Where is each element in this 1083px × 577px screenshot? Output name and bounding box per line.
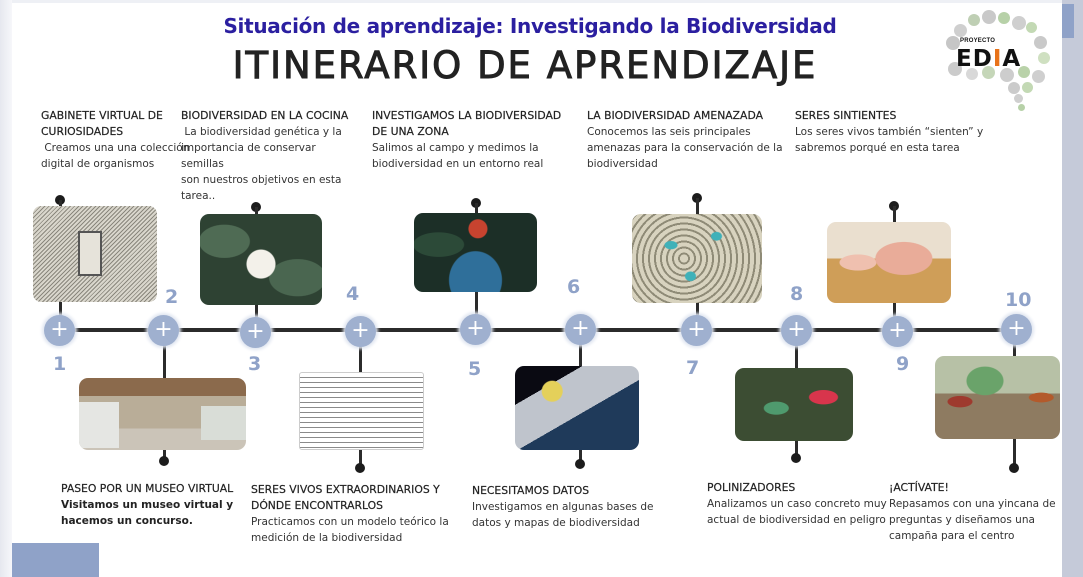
timeline-node-1[interactable]: + [44, 315, 75, 346]
step-number-5: 5 [468, 358, 482, 380]
step-6-image[interactable] [515, 366, 639, 450]
step-2-image[interactable] [79, 378, 246, 450]
step-4-image[interactable] [299, 372, 424, 450]
step-3-description: BIODIVERSIDAD EN LA COCINA La biodiversi… [181, 109, 349, 202]
window-top-edge [12, 0, 1062, 3]
step-number-10: 10 [1005, 289, 1032, 311]
timeline-node-10[interactable]: + [1001, 314, 1032, 345]
step-7-image[interactable] [632, 214, 762, 303]
pin-4 [355, 463, 365, 473]
step-number-6: 6 [567, 276, 581, 298]
pin-8 [791, 453, 801, 463]
step-number-3: 3 [248, 353, 262, 375]
timeline-node-3[interactable]: + [240, 317, 271, 348]
timeline-node-9[interactable]: + [882, 316, 913, 347]
page-subtitle: Situación de aprendizaje: Investigando l… [223, 14, 837, 38]
page-title: ITINERARIO DE APRENDIZAJE [232, 44, 818, 88]
step-10-image[interactable] [935, 356, 1060, 439]
edia-logo: PROYECTO EDIA [938, 8, 1058, 118]
step-3-image[interactable] [200, 214, 322, 305]
step-7-description: LA BIODIVERSIDAD AMENAZADA Conocemos las… [587, 109, 783, 170]
step-9-description: SERES SINTIENTES Los seres vivos también… [795, 109, 984, 154]
step-number-1: 1 [53, 353, 67, 375]
window-left-edge [0, 0, 12, 577]
timeline-node-8[interactable]: + [781, 315, 812, 346]
step-number-4: 4 [346, 283, 360, 305]
vertical-scrollbar[interactable] [1062, 0, 1083, 577]
decorative-corner-block [12, 543, 99, 577]
pin-2 [159, 456, 169, 466]
timeline-node-2[interactable]: + [148, 315, 179, 346]
step-number-7: 7 [686, 357, 700, 379]
pin-6 [575, 459, 585, 469]
timeline-node-5[interactable]: + [460, 314, 491, 345]
step-6-description: NECESITAMOS DATOS Investigamos en alguna… [472, 484, 654, 529]
step-9-image[interactable] [827, 222, 951, 303]
scrollbar-thumb[interactable] [1062, 4, 1074, 38]
step-2-description: PASEO POR UN MUSEO VIRTUAL Visitamos un … [61, 482, 234, 527]
step-number-2: 2 [165, 286, 179, 308]
step-8-description: POLINIZADORES Analizamos un caso concret… [707, 481, 887, 526]
step-5-image[interactable] [414, 213, 537, 292]
step-number-9: 9 [896, 353, 910, 375]
logo-wordmark: EDIA [956, 46, 1022, 72]
timeline-node-7[interactable]: + [681, 315, 712, 346]
timeline-line [58, 328, 1018, 332]
timeline-node-6[interactable]: + [565, 314, 596, 345]
logo-proyecto-label: PROYECTO [960, 38, 996, 44]
pin-10 [1009, 463, 1019, 473]
timeline-node-4[interactable]: + [345, 316, 376, 347]
step-1-image[interactable] [33, 206, 157, 302]
step-8-image[interactable] [735, 368, 853, 441]
step-number-8: 8 [790, 283, 804, 305]
